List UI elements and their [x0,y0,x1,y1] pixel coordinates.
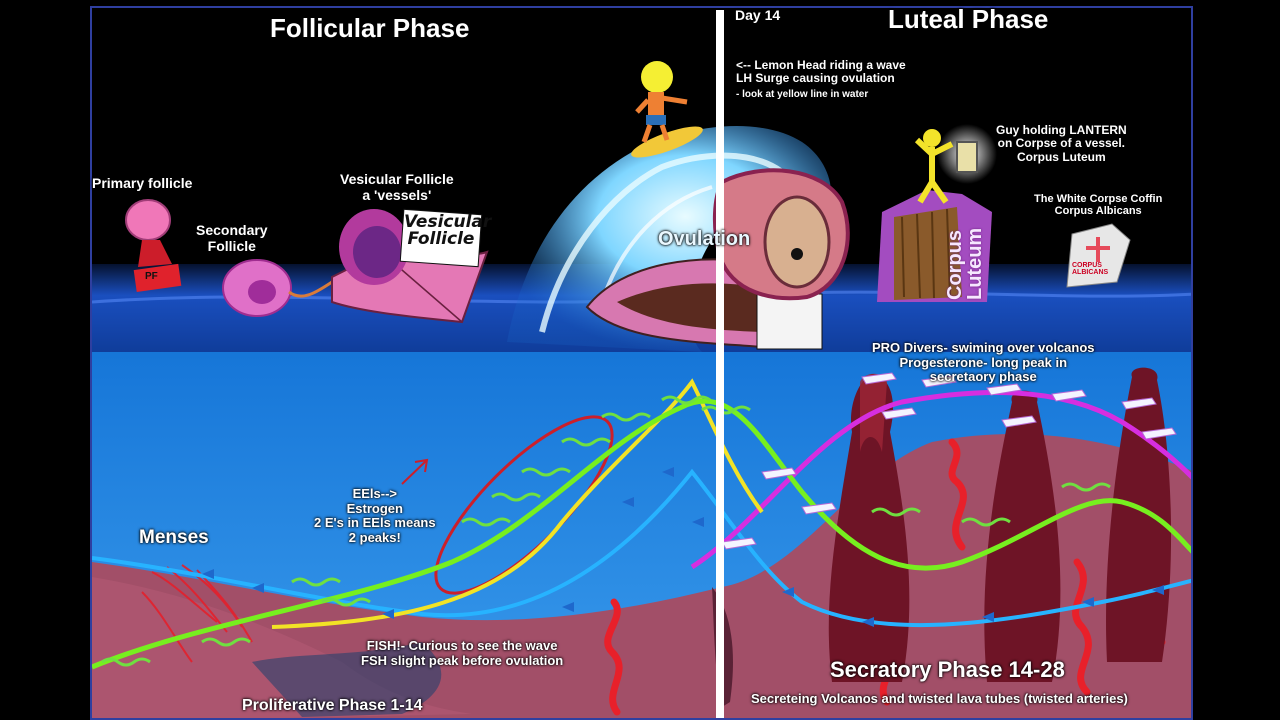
diver-icon [721,372,1177,550]
proliferative-phase-label: Proliferative Phase 1-14 [242,697,423,714]
pro-divers-label: PRO Divers- swiming over volcanos Proges… [872,340,1095,385]
lantern-guy-label: Guy holding LANTERN on Corpse of a vesse… [996,123,1127,164]
volcano-icon [828,367,1172,682]
eels-label: EEls--> Estrogen 2 E's in EEls means 2 p… [314,486,436,545]
white-coffin-icon [1066,223,1131,288]
cycle-scene [92,8,1191,718]
vesicular-ship-icon [331,208,489,324]
vesicular-sign-text: Vesicular Follicle [404,212,492,249]
day-14-divider [716,10,724,718]
corpus-luteum-coffin-text: Corpus Luteum [944,227,986,300]
primary-follicle-label: Primary follicle [92,175,193,191]
arrow-icon [401,458,429,485]
lemon-head-label: <-- Lemon Head riding a wave LH Surge ca… [736,58,906,86]
day-14-label: Day 14 [735,7,781,23]
lemon-head-surfer-icon [631,61,703,158]
luteal-phase-title: Luteal Phase [888,4,1049,34]
estrogen-line [92,398,1191,670]
secretory-phase-label: Secratory Phase 14-28 [830,657,1065,682]
primary-follicle-tag: PF [145,271,158,282]
endometrium [92,433,1191,718]
vesicular-follicle-label: Vesicular Follicle a 'vessels' [340,171,454,203]
albicans-tag-text: CORPUS ALBICANS [1072,262,1109,276]
menses-label: Menses [139,527,209,548]
coffin-icon [877,190,992,302]
fish-icon [202,467,1164,627]
white-coffin-label: The White Corpse Coffin Corpus Albicans [1034,193,1163,218]
lantern-icon [914,124,997,204]
eel-icon [101,395,1111,667]
secondary-follicle-label: Secondary Follicle [196,222,268,254]
follicle-icon [125,199,333,317]
fish-label: FISH!- Curious to see the wave FSH sligh… [361,638,564,668]
follicular-phase-title: Follicular Phase [270,13,470,43]
progesterone-line [690,390,1191,570]
secretory-phase-note: Secreteing Volcanos and twisted lava tub… [751,691,1128,706]
diagram-panel [90,6,1193,720]
lemon-head-note: - look at yellow line in water [736,89,869,100]
ovulation-label: Ovulation [658,228,751,250]
